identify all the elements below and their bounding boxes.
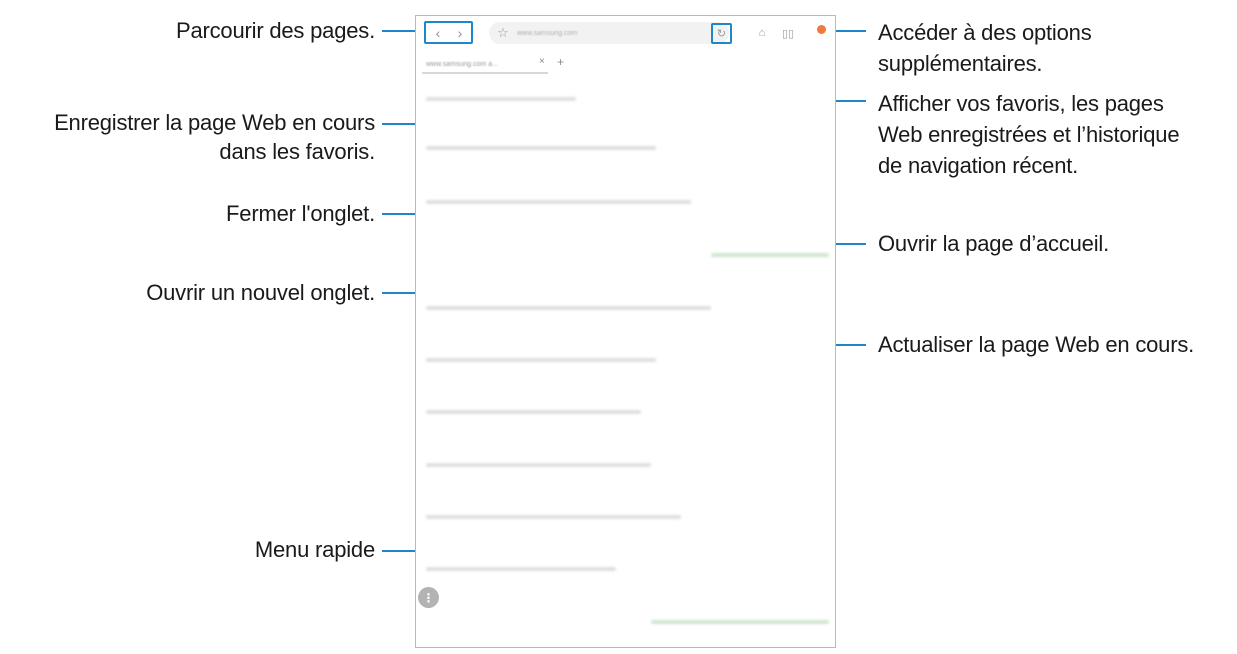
home-icon[interactable]: ⌂ [758,27,766,39]
tab-current[interactable]: www.samsung.com a... × [422,56,548,74]
callout-more-options-line2: supplémentaires. [878,51,1043,76]
callout-favorites-line1: Afficher vos favoris, les pages [878,91,1164,116]
callout-quick-menu: Menu rapide [254,537,375,562]
more-options-icon[interactable] [817,25,826,34]
callout-favorites-line3: de navigation récent. [878,153,1079,178]
address-text: www.samsung.com [517,29,578,37]
callout-new-tab: Ouvrir un nouvel onglet. [146,280,375,305]
callout-bookmark-line1: Enregistrer la page Web en cours [54,110,375,135]
refresh-icon[interactable]: ↻ [711,23,732,44]
callout-browse-pages: Parcourir des pages. [176,18,375,43]
chevron-left-icon[interactable]: ‹ [435,24,441,41]
browser-screen: ‹ › ☆ www.samsung.com ↻ ⌂ ▯▯ www.samsung… [415,15,836,648]
book-icon[interactable]: ▯▯ [781,27,795,40]
content-line [426,567,616,571]
tab-add-icon[interactable]: + [557,55,565,69]
tab-title: www.samsung.com a... [426,60,498,68]
content-line [426,515,681,519]
callout-bookmark-line2: dans les favoris. [219,139,375,164]
navigation-buttons-highlight: ‹ › [424,21,473,44]
content-line [426,463,651,467]
callout-refresh-page: Actualiser la page Web en cours. [878,332,1195,357]
star-outline-icon[interactable]: ☆ [497,25,509,40]
tab-bar: www.samsung.com a... × [416,53,835,74]
content-line [426,358,656,362]
content-line [426,306,711,310]
callout-close-tab: Fermer l'onglet. [226,201,375,226]
quick-menu-icon[interactable]: ⋮ [418,587,439,608]
tab-close-icon[interactable]: × [539,56,545,67]
content-line [426,146,656,150]
content-line [651,620,829,624]
callout-more-options-line1: Accéder à des options [878,20,1092,45]
content-line [426,200,691,204]
address-bar[interactable]: ☆ www.samsung.com [489,22,729,44]
content-line [711,253,829,257]
callout-home-page: Ouvrir la page d’accueil. [878,231,1110,256]
content-line [426,410,641,414]
callout-favorites-line2: Web enregistrées et l’historique [878,122,1180,147]
content-line [426,97,576,101]
chevron-right-icon[interactable]: › [457,24,463,41]
